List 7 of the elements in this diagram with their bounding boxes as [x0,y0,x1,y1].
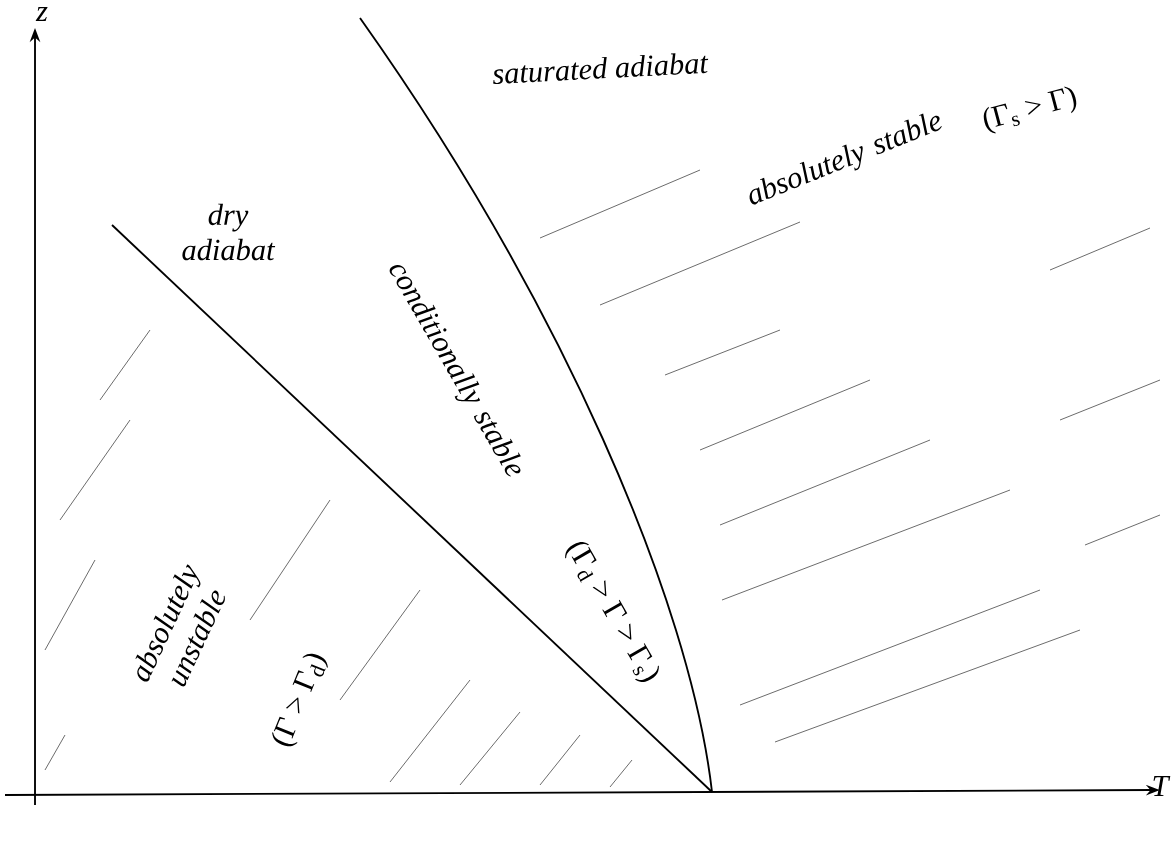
handwritten-label: z [35,7,48,21]
handwritten-label: dry adiabat [182,203,276,261]
handwritten-label: T [1153,776,1171,796]
handwritten-label: (Γ$_{s}$ > Γ) [983,86,1077,134]
handwritten-label: saturated adiabat [493,53,709,85]
handwritten-label: (Γ > Γ$_{d}$) [272,653,328,747]
handwritten-label: (Γ$_{d}$ > Γ > Γ$_{s}$) [565,542,659,682]
